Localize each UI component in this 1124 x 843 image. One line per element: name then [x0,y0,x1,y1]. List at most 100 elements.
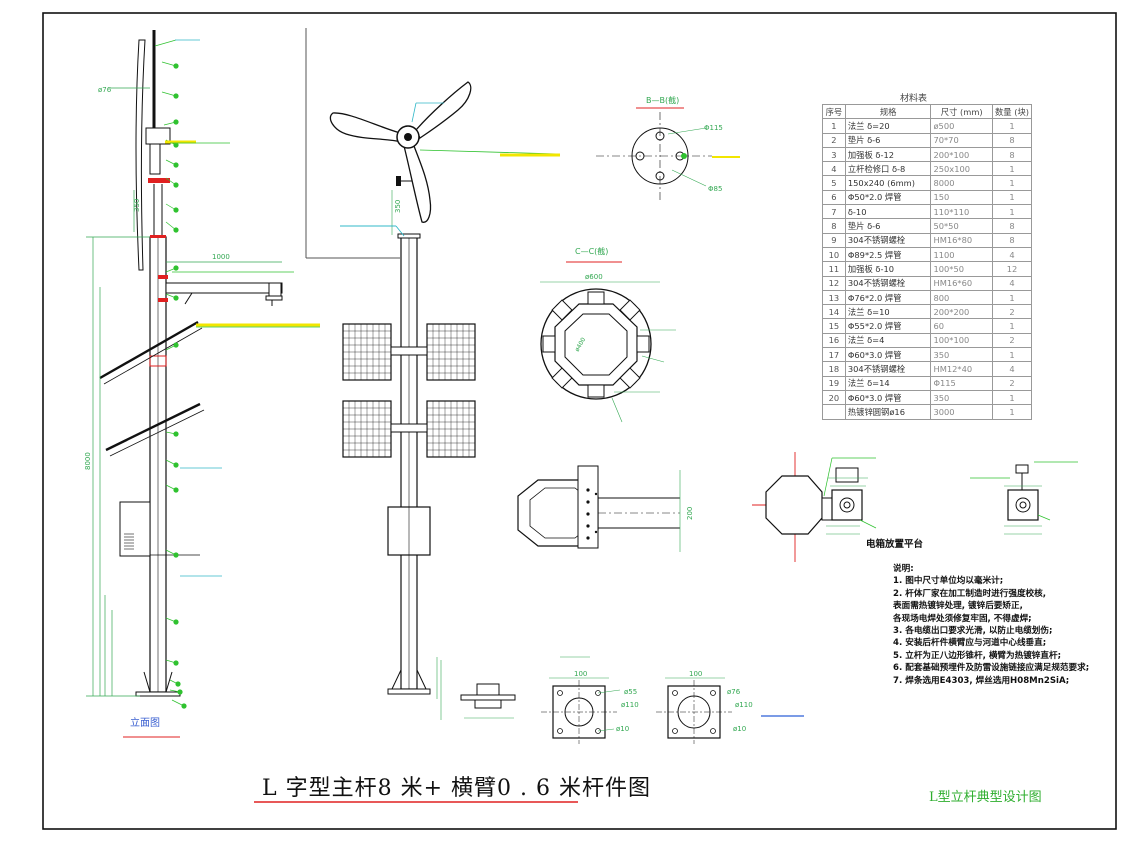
table-cell: 15 [822,318,846,334]
table-cell: 1 [991,118,1033,134]
arm-joint-detail: 200 [517,465,694,552]
table-cell: 法兰 δ=20 [844,118,932,134]
table-cell: Φ50*2.0 焊管 [844,189,932,206]
table-cell: 50*50 [930,218,993,234]
table-cell: 1 [822,118,846,134]
table-cell: Φ60*3.0 焊管 [844,347,932,363]
table-cell: 立杆检修口 δ-8 [844,161,932,177]
table-cell: 304不锈钢螺栓 [844,361,932,377]
table-cell: 加强板 δ-12 [844,146,932,163]
note-item: 4. 安装后杆件横臂应与河道中心线垂直; [893,638,1047,649]
dim-350-elevation: 350 [133,199,141,212]
materials-table-title: 材料表 [900,94,928,104]
table-cell: 250x100 [930,161,993,177]
table-cell: 2 [822,132,846,148]
table-cell: 10 [822,246,846,263]
section-b-flange: B—B(截) Φ115 Φ85 [596,95,740,200]
table-cell: 法兰 δ=4 [844,332,932,349]
table-cell: 70*70 [930,132,993,148]
note-item: 5. 立杆为正八边形锥杆, 横臂为热镀锌直杆; [893,650,1062,661]
table-cell: 150x240 (6mm) [844,175,932,191]
table-cell: 4 [991,246,1033,263]
note-item: 7. 焊条选用E4303, 焊丝选用H08Mn2SiA; [893,675,1070,686]
platform-box-detail [970,461,1078,535]
table-cell: HM12*40 [930,361,993,377]
electrical-platform-detail [752,452,877,562]
table-cell: 7 [822,204,846,220]
drawing-frame [42,12,1117,830]
dim-8000: 8000 [84,452,92,470]
platform-label: 电箱放置平台 [866,539,924,550]
table-cell: 13 [822,289,846,306]
table-cell: 14 [822,304,846,320]
table-cell: 1 [991,404,1033,420]
table-cell: 6 [822,189,846,206]
section-b-label: B—B(截) [646,95,679,105]
table-header-row: 序号规格尺寸 (mm)数量 (块) [822,103,1033,120]
note-item: 6. 配套基础预埋件及防雷设施链接应满足规范要求; [893,663,1090,674]
table-cell: 350 [930,389,993,406]
table-cell: 8000 [930,175,993,191]
table-cell: 4 [991,361,1033,377]
table-cell: 1 [991,204,1033,220]
table-cell: 8 [822,218,846,234]
table-cell: 8 [991,232,1033,248]
table-cell: 1100 [930,246,993,263]
table-cell: 法兰 δ=10 [844,304,932,320]
table-cell: 8 [991,132,1033,148]
table-cell: 350 [930,347,993,363]
table-cell: 11 [822,261,846,277]
table-header-cell: 序号 [822,103,846,120]
design-notes: 说明: 1. 图中尺寸单位均以毫米计;2. 杆体厂家在加工制造时进行强度校核, … [893,563,1118,687]
table-cell: 800 [930,289,993,306]
table-cell: 2 [991,304,1033,320]
table-header-cell: 数量 (块) [991,103,1033,120]
table-cell: 17 [822,347,846,363]
table-cell: 5 [822,175,846,191]
dim-phi85: Φ85 [708,185,722,193]
table-cell: 2 [991,375,1033,391]
table-cell: 2 [991,332,1033,349]
table-cell: 16 [822,332,846,349]
note-item: 各现场电焊处须修复牢固, 不得虚焊; [893,613,1032,624]
table-cell: 3000 [930,404,993,420]
table-cell: 加强板 δ-10 [844,261,932,277]
table-cell: 1 [991,318,1033,334]
flange-detail-76: 100 ø76 ø110 ø10 [656,670,804,744]
table-cell: ø500 [930,118,993,134]
table-cell: Φ55*2.0 焊管 [844,318,932,334]
dim-phi400: ø400 [574,336,588,353]
table-cell: 1 [991,289,1033,306]
dim-phi10-right: ø10 [733,725,746,733]
section-c-label: C—C(截) [575,246,608,256]
table-cell: 60 [930,318,993,334]
table-cell: 1 [991,389,1033,406]
table-cell: 8 [991,146,1033,163]
elevation-label: 立面图 [130,716,160,729]
table-cell: 12 [822,275,846,291]
front-view: 350 [305,28,561,699]
table-cell: 1 [991,161,1033,177]
table-cell: 1 [991,189,1033,206]
dim-phi55: ø55 [624,688,637,696]
table-cell: 19 [822,375,846,391]
dim-100-left: 100 [574,670,587,678]
table-header-cell: 尺寸 (mm) [930,103,993,120]
